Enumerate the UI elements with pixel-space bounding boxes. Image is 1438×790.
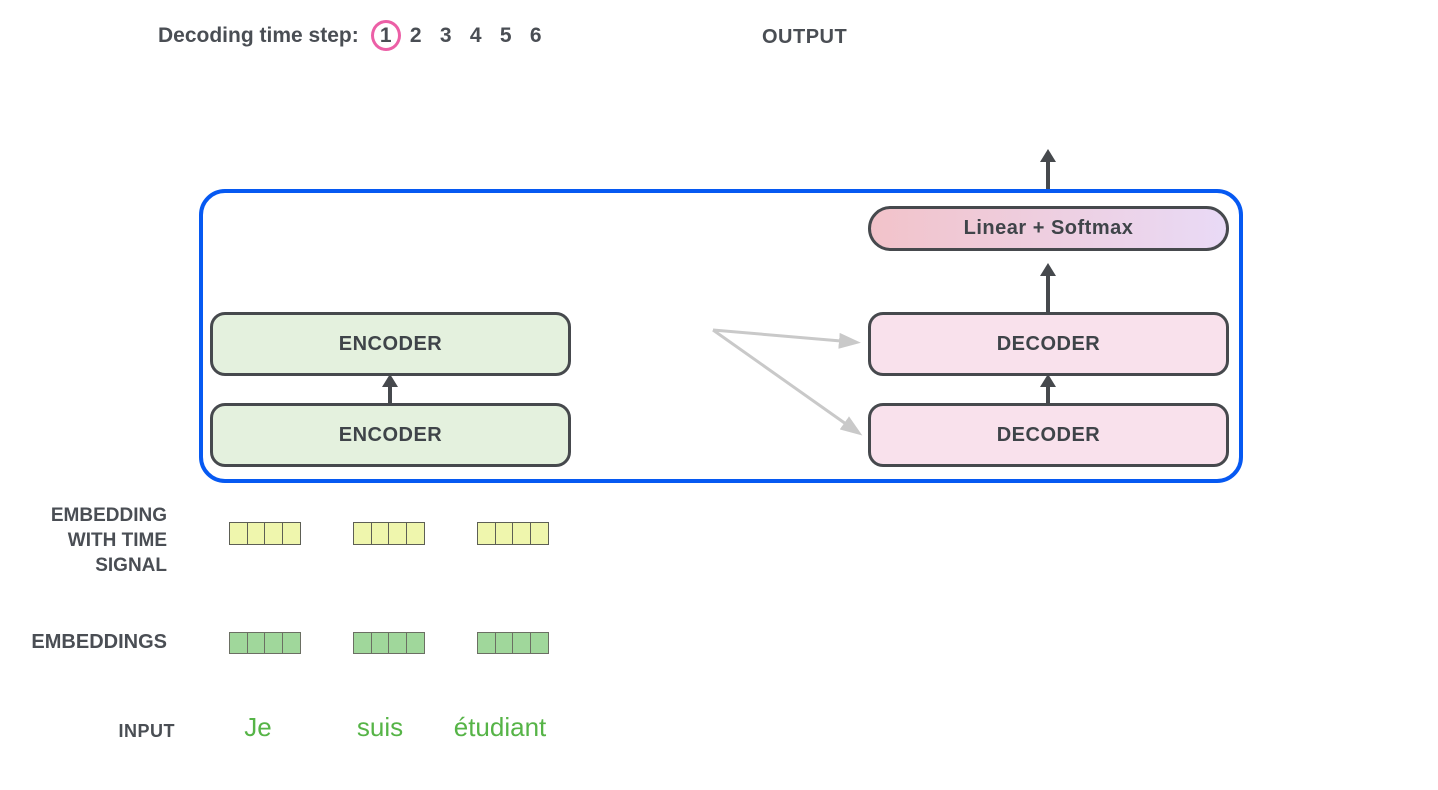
arrow-stem — [388, 387, 392, 404]
encoder-top-box: ENCODER — [210, 312, 571, 376]
time-signal-vector-2 — [353, 522, 425, 545]
vector-cell — [512, 632, 531, 654]
vector-cell — [388, 632, 407, 654]
arrow-stem — [1046, 162, 1050, 189]
decoding-time-step-row: Decoding time step: 1 2 3 4 5 6 — [158, 20, 551, 51]
encoder-bottom-box: ENCODER — [210, 403, 571, 467]
time-step-6[interactable]: 6 — [529, 23, 542, 47]
time-signal-vector-1 — [229, 522, 301, 545]
vector-cell — [477, 632, 496, 654]
vector-cell — [264, 632, 283, 654]
vector-cell — [246, 522, 266, 545]
vector-cell — [494, 632, 514, 654]
time-step-2[interactable]: 2 — [409, 23, 422, 47]
vector-cell — [353, 522, 372, 545]
arrowhead-icon — [382, 374, 398, 387]
vector-cell — [477, 522, 496, 545]
encoder-stack-arrow-icon — [382, 374, 398, 404]
vector-cell — [370, 632, 390, 654]
input-label: INPUT — [118, 721, 175, 741]
vector-cell — [353, 632, 372, 654]
vector-cell — [281, 632, 301, 654]
linear-softmax-box: Linear + Softmax — [868, 206, 1229, 251]
output-label: OUTPUT — [762, 26, 848, 48]
vector-cell — [529, 522, 549, 545]
arrow-stem — [1046, 276, 1050, 312]
decoder-to-linear-arrow-icon — [1040, 263, 1056, 312]
vector-cell — [246, 632, 266, 654]
decoder-top-box: DECODER — [868, 312, 1229, 376]
vector-cell — [405, 522, 425, 545]
output-up-arrow-icon — [1040, 149, 1056, 189]
decoding-time-step-label: Decoding time step: — [158, 23, 359, 47]
input-word-je: Je — [244, 712, 272, 742]
vector-cell — [370, 522, 390, 545]
vector-cell — [405, 632, 425, 654]
vector-cell — [494, 522, 514, 545]
time-signal-vector-3 — [477, 522, 549, 545]
vector-cell — [264, 522, 283, 545]
time-step-1-selected[interactable]: 1 — [370, 20, 401, 51]
vector-cell — [512, 522, 531, 545]
embedding-vector-2 — [353, 632, 425, 654]
transformer-model-container — [199, 189, 1243, 483]
vector-cell — [281, 522, 301, 545]
input-word-suis: suis — [356, 712, 404, 742]
embedding-vector-1 — [229, 632, 301, 654]
time-step-5[interactable]: 5 — [499, 23, 512, 47]
arrowhead-icon — [1040, 374, 1056, 387]
vector-cell — [229, 632, 248, 654]
embedding-with-time-signal-label: EMBEDDING WITH TIME SIGNAL — [50, 505, 167, 576]
time-step-3[interactable]: 3 — [439, 23, 452, 47]
time-step-4[interactable]: 4 — [469, 23, 482, 47]
embedding-vector-3 — [477, 632, 549, 654]
input-word-etudiant: étudiant — [453, 712, 547, 742]
vector-cell — [229, 522, 248, 545]
arrow-stem — [1046, 387, 1050, 404]
vector-cell — [388, 522, 407, 545]
decoder-stack-arrow-icon — [1040, 374, 1056, 404]
embeddings-label: EMBEDDINGS — [31, 631, 167, 653]
arrowhead-icon — [1040, 263, 1056, 276]
decoder-bottom-box: DECODER — [868, 403, 1229, 467]
vector-cell — [529, 632, 549, 654]
arrowhead-icon — [1040, 149, 1056, 162]
